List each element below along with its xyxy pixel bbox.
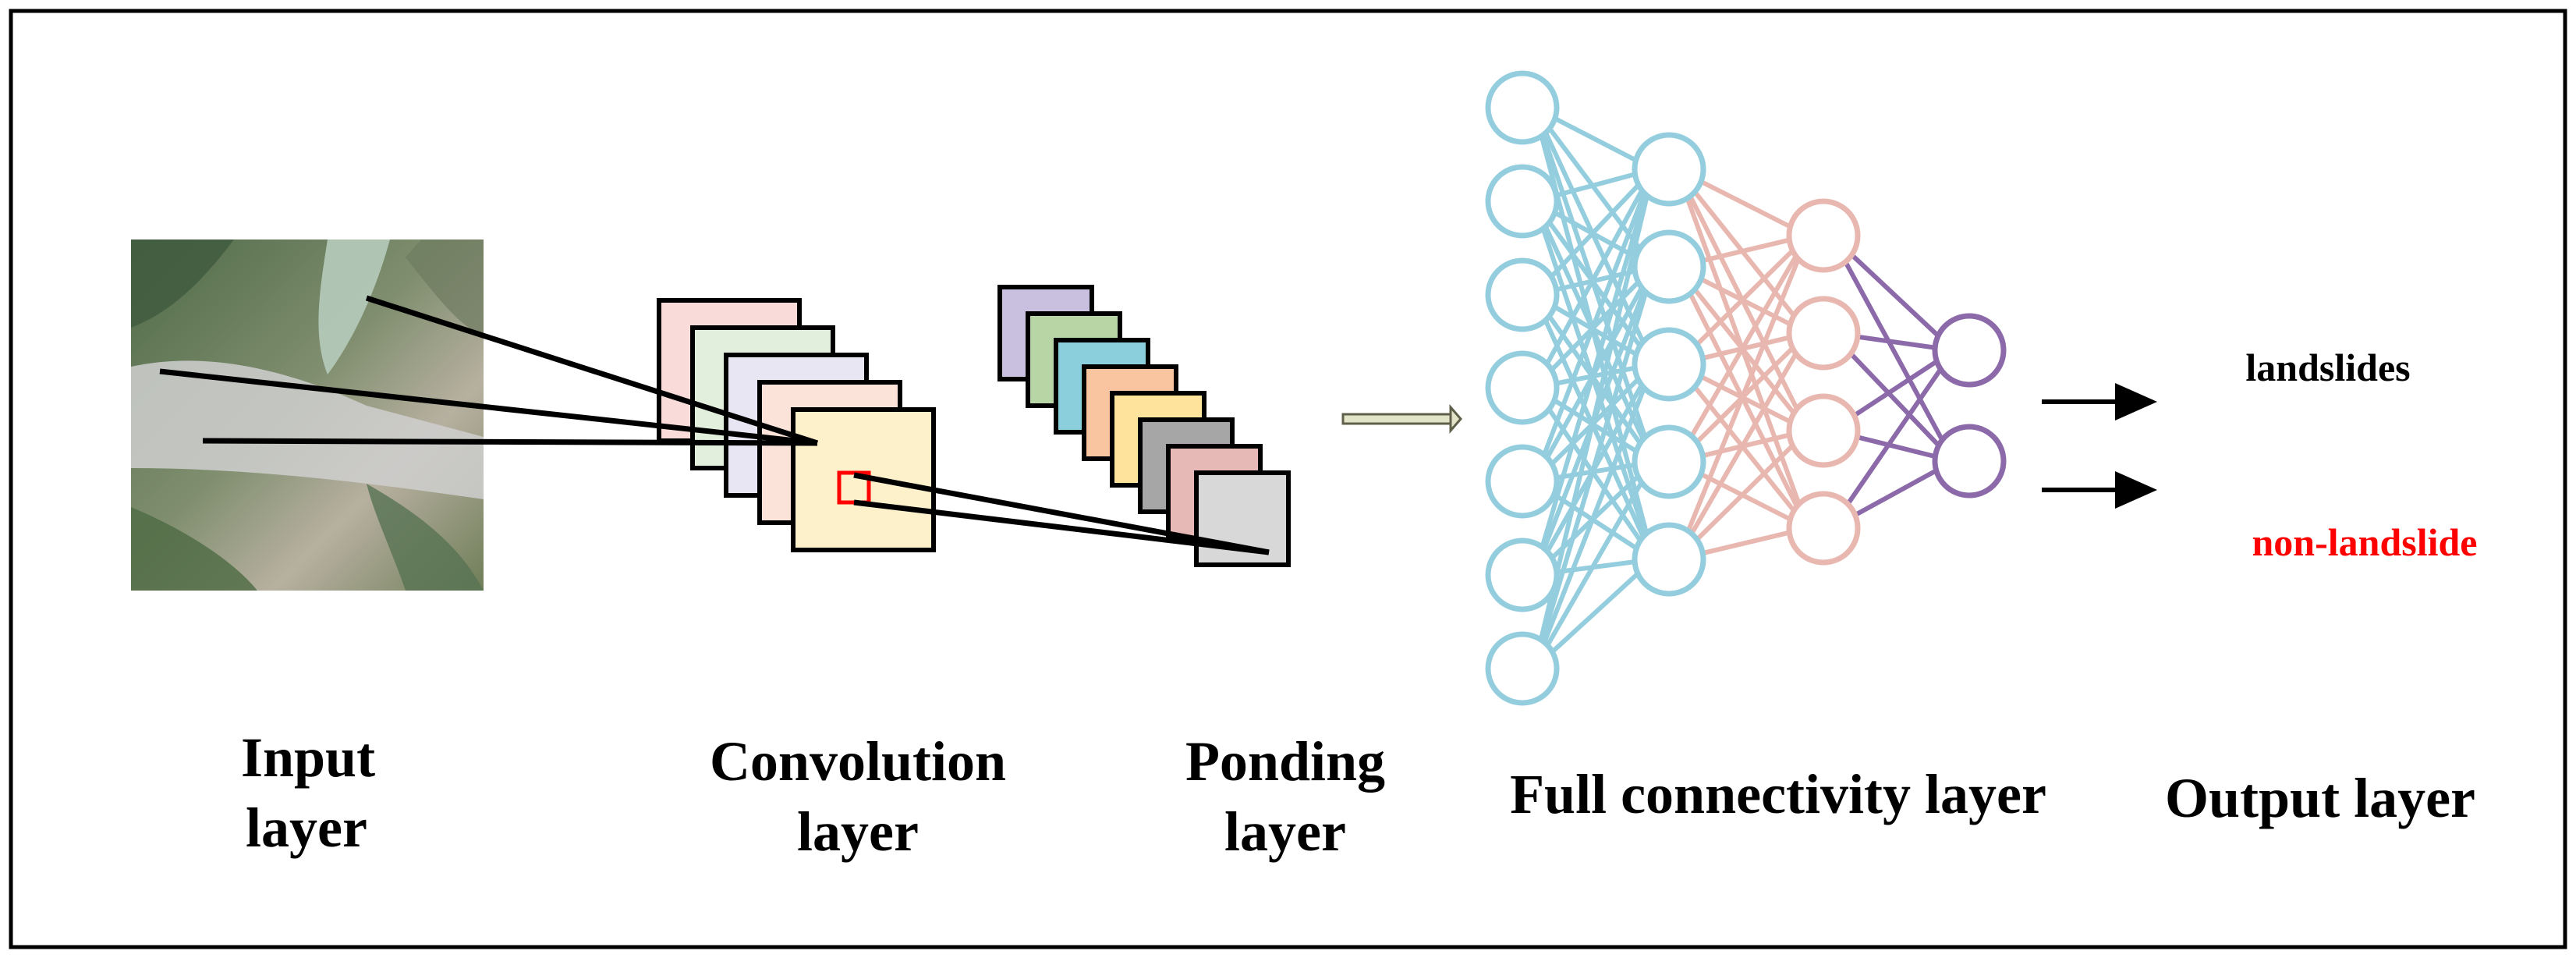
edge-l1-7-4 bbox=[1532, 460, 1656, 670]
node-l1-1 bbox=[1485, 70, 1560, 145]
label-ponding-line2: layer bbox=[1224, 800, 1346, 863]
edge-l1-7-2 bbox=[1532, 266, 1656, 669]
edge-l1-4-1 bbox=[1532, 168, 1656, 389]
network-edges bbox=[1532, 105, 1956, 671]
label-output: Output layer bbox=[2165, 767, 2475, 829]
label-input-line2: layer bbox=[246, 797, 367, 859]
node-l1-7 bbox=[1485, 631, 1560, 706]
node-l3-1 bbox=[1786, 198, 1861, 273]
edge-l1-7-3 bbox=[1532, 363, 1656, 670]
edge-l2-4-1 bbox=[1674, 234, 1810, 463]
output-arrows bbox=[2042, 383, 2157, 509]
input-projection-lines bbox=[159, 295, 819, 446]
kernel-projection-lines bbox=[853, 472, 1270, 555]
node-l1-4 bbox=[1485, 350, 1560, 425]
node-l2-5 bbox=[1632, 522, 1706, 597]
figure-border bbox=[9, 9, 2567, 949]
conv-map-5 bbox=[791, 407, 936, 552]
node-l1-2 bbox=[1485, 164, 1560, 239]
node-l4-1 bbox=[1932, 313, 2007, 388]
label-ponding-line1: Ponding bbox=[1185, 730, 1385, 793]
edge-l1-3-1 bbox=[1532, 167, 1656, 297]
node-l3-4 bbox=[1786, 491, 1861, 566]
network-nodes bbox=[1485, 70, 2007, 706]
node-l1-5 bbox=[1485, 444, 1560, 519]
edge-l3-4-1 bbox=[1829, 349, 1956, 530]
edge-l3-1-2 bbox=[1829, 234, 1956, 463]
dense-network bbox=[1485, 70, 2007, 706]
edge-l1-5-1 bbox=[1532, 168, 1656, 483]
node-l2-1 bbox=[1632, 132, 1706, 207]
edge-l2-5-2 bbox=[1674, 332, 1810, 561]
node-l2-4 bbox=[1632, 424, 1706, 499]
node-l3-3 bbox=[1786, 393, 1861, 468]
node-l2-2 bbox=[1632, 229, 1706, 304]
edge-l1-6-1 bbox=[1532, 169, 1656, 576]
output-label-non-landslide: non-landslide bbox=[2252, 520, 2477, 564]
pool-feature-maps bbox=[997, 285, 1291, 567]
flatten-arrow bbox=[1341, 403, 1462, 435]
node-l3-2 bbox=[1786, 296, 1861, 371]
edge-l2-5-1 bbox=[1674, 234, 1810, 561]
node-l1-6 bbox=[1485, 538, 1560, 612]
node-l4-2 bbox=[1932, 424, 2007, 499]
conv-feature-maps bbox=[657, 298, 936, 552]
node-l1-3 bbox=[1485, 257, 1560, 332]
label-convolution-line1: Convolution bbox=[710, 730, 1006, 793]
label-full-connectivity: Full connectivity layer bbox=[1510, 763, 2046, 825]
input-image bbox=[131, 240, 484, 591]
output-label-landslides: landslides bbox=[2245, 346, 2410, 389]
node-l2-3 bbox=[1632, 327, 1706, 402]
label-convolution-line2: layer bbox=[797, 800, 919, 863]
label-input-line1: Input bbox=[241, 726, 375, 789]
